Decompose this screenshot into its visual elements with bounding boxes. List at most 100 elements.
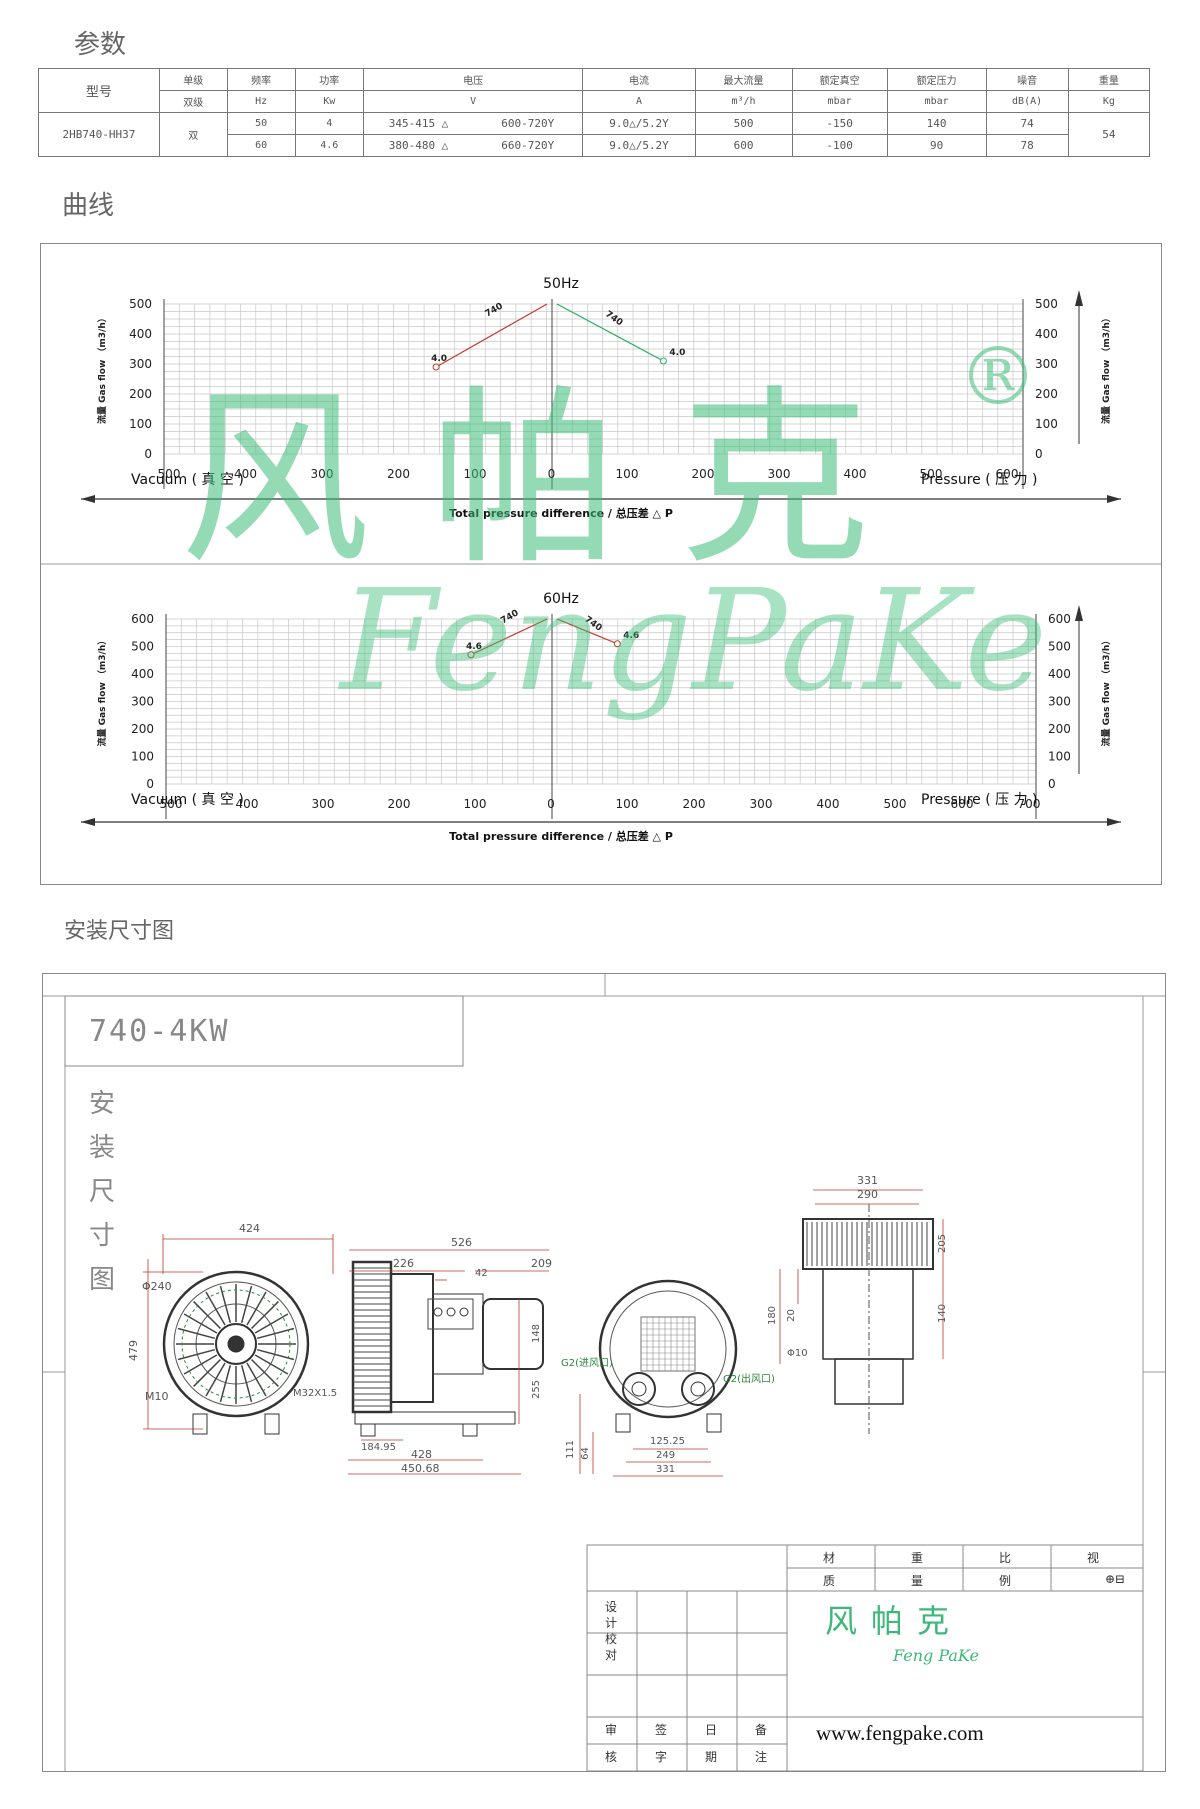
header-power: 功率 bbox=[294, 68, 364, 91]
y-tick-label-right: 100 bbox=[1035, 417, 1058, 431]
unit-current: A bbox=[582, 90, 696, 113]
x-tick-label-vacuum: 100 bbox=[464, 467, 487, 481]
y-tick-label-left: 0 bbox=[146, 777, 154, 791]
kw-cell: 4.6 bbox=[294, 134, 364, 157]
table-row: 2HB740-HH37 双 50 4 345-415 △ 600-720Y 9.… bbox=[38, 112, 1151, 157]
x-tick-label-vacuum: 400 bbox=[236, 797, 259, 811]
header-stage: 单级 bbox=[158, 68, 228, 91]
series-endpoint-label: 4.0 bbox=[431, 354, 447, 364]
y-tick-label-left: 500 bbox=[129, 297, 152, 311]
dim-side-base1: 184.95 bbox=[361, 1442, 396, 1453]
unit-freq: Hz bbox=[226, 90, 296, 113]
x-tick-label-pressure: 300 bbox=[750, 797, 773, 811]
y-tick-label-right: 200 bbox=[1048, 722, 1071, 736]
title-block bbox=[586, 1544, 1144, 1771]
series-line-vacuum bbox=[435, 303, 548, 368]
title-block-label: 计 bbox=[605, 1616, 618, 1630]
dim-rear-outlet: G2(出风口) bbox=[723, 1374, 775, 1385]
dim-side-h2: 255 bbox=[531, 1379, 543, 1400]
dim-rear-h1: 111 bbox=[565, 1439, 577, 1460]
x-tick-label-vacuum: 200 bbox=[387, 467, 410, 481]
flow-cell: 500 bbox=[694, 112, 793, 135]
chart-grid bbox=[163, 303, 1023, 455]
title-block-label: 校 bbox=[605, 1632, 618, 1646]
front-view bbox=[162, 1270, 310, 1435]
x-axis-arrow-right bbox=[1107, 818, 1121, 826]
vertical-label-char: 尺 bbox=[89, 1177, 116, 1207]
x-tick-label-vacuum: 300 bbox=[311, 467, 334, 481]
unit-flow: m³/h bbox=[694, 90, 793, 113]
header-noise: 噪音 bbox=[985, 68, 1069, 91]
current-cell: 9.0△/5.2Y bbox=[582, 134, 696, 157]
y-tick-label-right: 0 bbox=[1035, 447, 1043, 461]
x-tick-label-pressure: 400 bbox=[844, 467, 867, 481]
voltage-y-cell: 600-720Y bbox=[473, 112, 584, 135]
x-tick-label-vacuum: 200 bbox=[388, 797, 411, 811]
dim-rear-b2: 249 bbox=[656, 1450, 676, 1461]
dim-front-bolt: M10 bbox=[145, 1390, 169, 1403]
unit-noise: dB(A) bbox=[985, 90, 1069, 113]
series-line-pressure bbox=[556, 618, 618, 645]
top-view bbox=[802, 1204, 934, 1434]
title-block-header: 比 bbox=[999, 1551, 1012, 1565]
dim-top-h1: 205 bbox=[937, 1233, 949, 1254]
chart-title: 60Hz bbox=[543, 591, 579, 607]
title-block-header: 视 bbox=[1087, 1551, 1100, 1565]
series-line-pressure bbox=[556, 303, 664, 362]
dim-top-h4: 20 bbox=[785, 1309, 797, 1322]
unit-vacuum: mbar bbox=[791, 90, 888, 113]
dim-front-dia: Φ240 bbox=[142, 1280, 172, 1293]
title-block-label: 字 bbox=[655, 1750, 668, 1764]
y-tick-label-left: 100 bbox=[129, 417, 152, 431]
y-tick-label-right: 300 bbox=[1048, 695, 1071, 709]
y-tick-label-right: 300 bbox=[1035, 357, 1058, 371]
title-block-label: 注 bbox=[755, 1750, 768, 1764]
noise-cell: 74 bbox=[985, 112, 1069, 135]
dim-side-right: 209 bbox=[531, 1257, 552, 1270]
header-current: 电流 bbox=[582, 68, 696, 91]
chart-grid bbox=[165, 618, 1036, 785]
header-weight: 重量 bbox=[1067, 68, 1151, 91]
x-axis-label: Total pressure difference / 总压差 △ P bbox=[449, 506, 673, 520]
vertical-label-char: 寸 bbox=[89, 1221, 116, 1251]
title-block-header: 例 bbox=[999, 1574, 1012, 1588]
unit-pressure: mbar bbox=[886, 90, 987, 113]
header-vacuum: 额定真空 bbox=[791, 68, 888, 91]
table-header-row-1: 型号 单级 频率 功率 电压 电流 最大流量 额定真空 额定压力 噪音 重量 bbox=[38, 68, 1151, 113]
vacuum-label: Vacuum ( 真 空 ) bbox=[131, 472, 244, 488]
series-line-vacuum bbox=[470, 618, 548, 656]
y-tick-label-left: 300 bbox=[129, 357, 152, 371]
voltage-delta-cell: 345-415 △ bbox=[362, 112, 474, 135]
dim-rear-b3: 331 bbox=[656, 1464, 676, 1475]
y-tick-label-right: 100 bbox=[1048, 750, 1071, 764]
dim-top-h3: 180 bbox=[767, 1305, 779, 1326]
x-tick-label-pressure: 200 bbox=[683, 797, 706, 811]
header-model: 型号 bbox=[38, 68, 160, 113]
install-title: 安装尺寸图 bbox=[64, 919, 175, 944]
dim-side-h1: 148 bbox=[531, 1323, 543, 1344]
pressure-label: Pressure ( 压 力 ) bbox=[921, 792, 1038, 808]
x-tick-label-vacuum: 100 bbox=[464, 797, 487, 811]
series-endpoint-label: 4.0 bbox=[669, 348, 685, 358]
x-axis-arrow-left bbox=[81, 495, 95, 503]
x-tick-label-vacuum: 400 bbox=[234, 467, 257, 481]
y-tick-label-left: 200 bbox=[131, 722, 154, 736]
dim-rear-inlet: G2(进风口) bbox=[561, 1358, 613, 1369]
y-axis-label-left: 流量 Gas flow （m3/h） bbox=[96, 636, 108, 747]
title-block-header: 材 bbox=[823, 1551, 836, 1565]
y-tick-label-right: 400 bbox=[1035, 327, 1058, 341]
series-endpoint-pressure bbox=[659, 357, 667, 365]
dim-side-total: 526 bbox=[451, 1236, 472, 1249]
y-tick-label-left: 600 bbox=[131, 612, 154, 626]
x-tick-label-vacuum: 0 bbox=[548, 467, 556, 481]
dim-rear-h2: 64 bbox=[579, 1447, 591, 1460]
params-table: 型号 单级 频率 功率 电压 电流 最大流量 额定真空 额定压力 噪音 重量 双… bbox=[38, 68, 1151, 157]
series-name-label: 740 bbox=[603, 309, 624, 328]
installation-drawing: 740-4KW 安装尺寸图 424 Φ240 479 M10 526 226 2… bbox=[42, 973, 1166, 1772]
chart-title: 50Hz bbox=[543, 276, 579, 292]
dim-side-mid: 42 bbox=[475, 1268, 488, 1279]
y-tick-label-right: 600 bbox=[1048, 612, 1071, 626]
